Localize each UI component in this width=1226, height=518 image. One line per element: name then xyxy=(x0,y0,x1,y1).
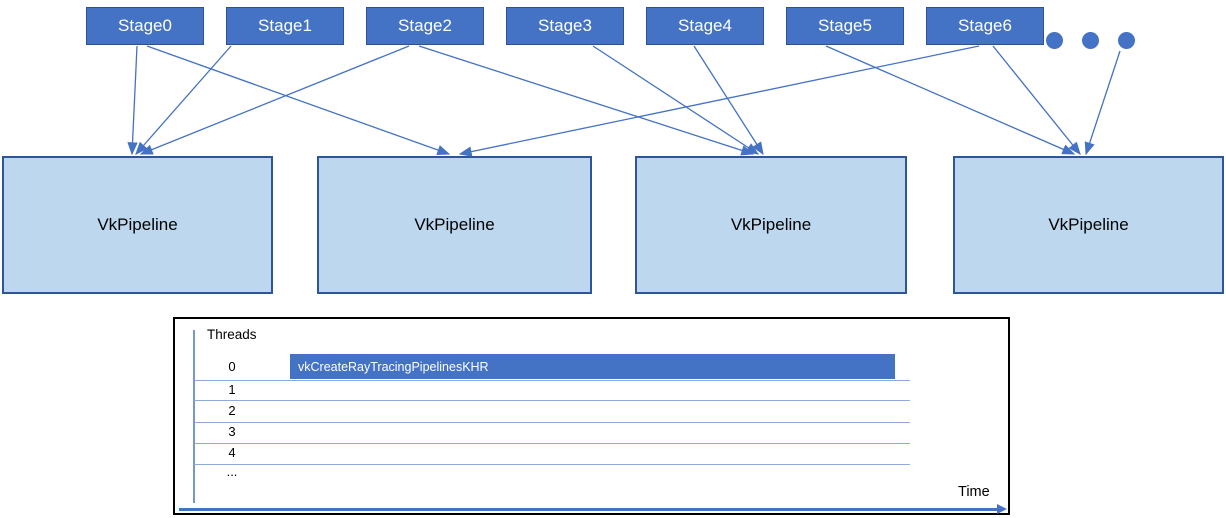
stage-box-4: Stage4 xyxy=(646,7,764,45)
thread-row-line xyxy=(194,400,910,401)
timeline-bar-vkCreateRayTracingPipelinesKHR: vkCreateRayTracingPipelinesKHR xyxy=(290,354,895,379)
thread-timeline-panel: Threads vkCreateRayTracingPipelinesKHR 0… xyxy=(173,317,1010,515)
thread-row-line xyxy=(194,464,910,465)
stage-box-3: Stage3 xyxy=(506,7,624,45)
arrow-stage0-pipeline1 xyxy=(127,45,138,156)
arrow-stage5-pipeline4 xyxy=(825,45,1076,155)
stage-box-0: Stage0 xyxy=(86,7,204,45)
arrow-stage0-pipeline2 xyxy=(146,45,451,155)
threads-axis-label: Threads xyxy=(207,327,257,342)
stage-box-1: Stage1 xyxy=(226,7,344,45)
pipeline-box-1: VkPipeline xyxy=(2,156,273,294)
pipeline-box-3: VkPipeline xyxy=(635,156,907,294)
pipeline-box-2: VkPipeline xyxy=(317,156,592,294)
ellipsis-dot xyxy=(1118,32,1135,49)
arrow-stage4-pipeline3 xyxy=(693,45,764,156)
thread-row-line xyxy=(194,422,910,423)
ellipsis-dot xyxy=(1082,32,1099,49)
thread-row-label-more: ... xyxy=(226,464,238,479)
arrow-stage6-pipeline2 xyxy=(458,45,980,157)
pipeline-box-4: VkPipeline xyxy=(953,156,1224,294)
ellipsis-dot xyxy=(1046,32,1063,49)
threads-axis-line xyxy=(193,330,195,503)
stage-box-2: Stage2 xyxy=(366,7,484,45)
arrow-ellipsis-pipeline4 xyxy=(1084,50,1121,156)
thread-row-line xyxy=(194,380,910,381)
more-stages-ellipsis xyxy=(1046,32,1142,49)
thread-row-line xyxy=(194,443,910,444)
thread-row-label-3: 3 xyxy=(228,424,236,439)
arrow-stage3-pipeline3 xyxy=(592,45,760,155)
time-axis-arrowhead-icon xyxy=(997,504,1007,514)
time-axis-label: Time xyxy=(958,484,990,500)
arrow-stage2-pipeline3 xyxy=(418,45,755,156)
thread-row-label-2: 2 xyxy=(228,403,236,418)
thread-row-label-1: 1 xyxy=(228,382,236,397)
arrow-stage2-pipeline1 xyxy=(139,45,410,155)
time-axis-arrow xyxy=(179,508,997,511)
arrow-stage6-pipeline4 xyxy=(992,45,1081,156)
thread-row-label-0: 0 xyxy=(228,359,236,374)
arrow-stage1-pipeline1 xyxy=(135,45,232,155)
stage-box-5: Stage5 xyxy=(786,7,904,45)
stage-box-6: Stage6 xyxy=(926,7,1044,45)
thread-row-label-4: 4 xyxy=(228,445,236,460)
